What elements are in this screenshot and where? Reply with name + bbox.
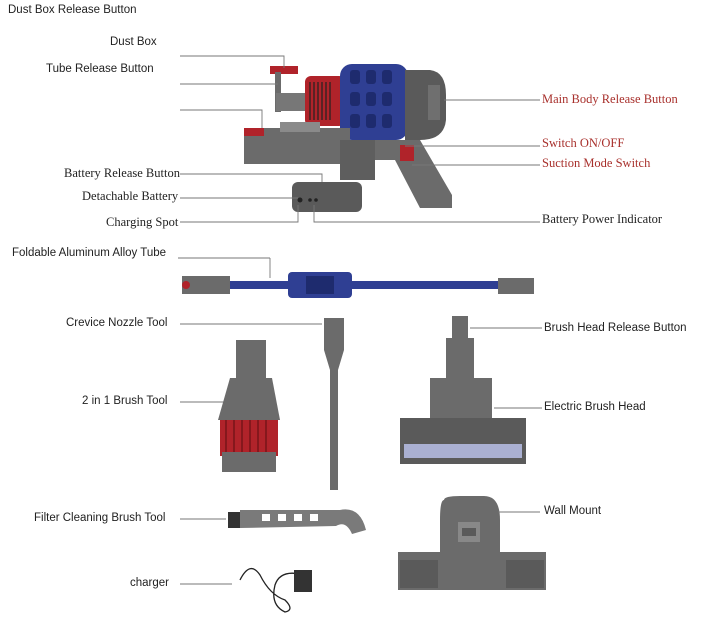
crevice-nozzle	[180, 318, 344, 490]
filter-cleaning-brush	[180, 509, 366, 534]
label-electric-brush-head: Electric Brush Head	[544, 401, 646, 413]
charger	[180, 568, 312, 613]
charging-spot	[297, 197, 303, 203]
wall-mount	[398, 496, 546, 590]
label-brush-head-release-button: Brush Head Release Button	[544, 322, 687, 334]
dust-box-release-button	[270, 66, 298, 74]
label-tube-release-button: Tube Release Button	[46, 63, 154, 75]
label-switch-on-off: Switch ON/OFF	[542, 136, 625, 150]
electric-brush-head	[400, 316, 542, 464]
label-battery-power-indicator: Battery Power Indicator	[542, 212, 663, 226]
label-main-body-release-button: Main Body Release Button	[542, 92, 678, 106]
label-charger: charger	[130, 577, 169, 589]
label-suction-mode-switch: Suction Mode Switch	[542, 156, 651, 170]
label-detachable-battery: Detachable Battery	[82, 189, 179, 203]
label-2-in-1-brush-tool: 2 in 1 Brush Tool	[82, 395, 168, 407]
foldable-tube	[178, 257, 534, 298]
main-vacuum-unit	[244, 64, 452, 212]
two-in-one-brush	[180, 340, 280, 472]
label-filter-cleaning-brush-tool: Filter Cleaning Brush Tool	[34, 512, 166, 524]
dust-box	[305, 76, 345, 126]
label-dust-box-release-button: Dust Box Release Button	[8, 4, 137, 16]
label-wall-mount: Wall Mount	[544, 505, 602, 517]
label-battery-release-button: Battery Release Button	[64, 166, 180, 180]
label-crevice-nozzle-tool: Crevice Nozzle Tool	[66, 317, 168, 329]
label-charging-spot: Charging Spot	[106, 215, 179, 229]
label-dust-box: Dust Box	[110, 36, 157, 48]
switch-trigger	[400, 145, 414, 161]
leader-lines-main	[180, 55, 540, 223]
detachable-battery	[292, 182, 362, 212]
label-foldable-tube: Foldable Aluminum Alloy Tube	[12, 247, 167, 259]
